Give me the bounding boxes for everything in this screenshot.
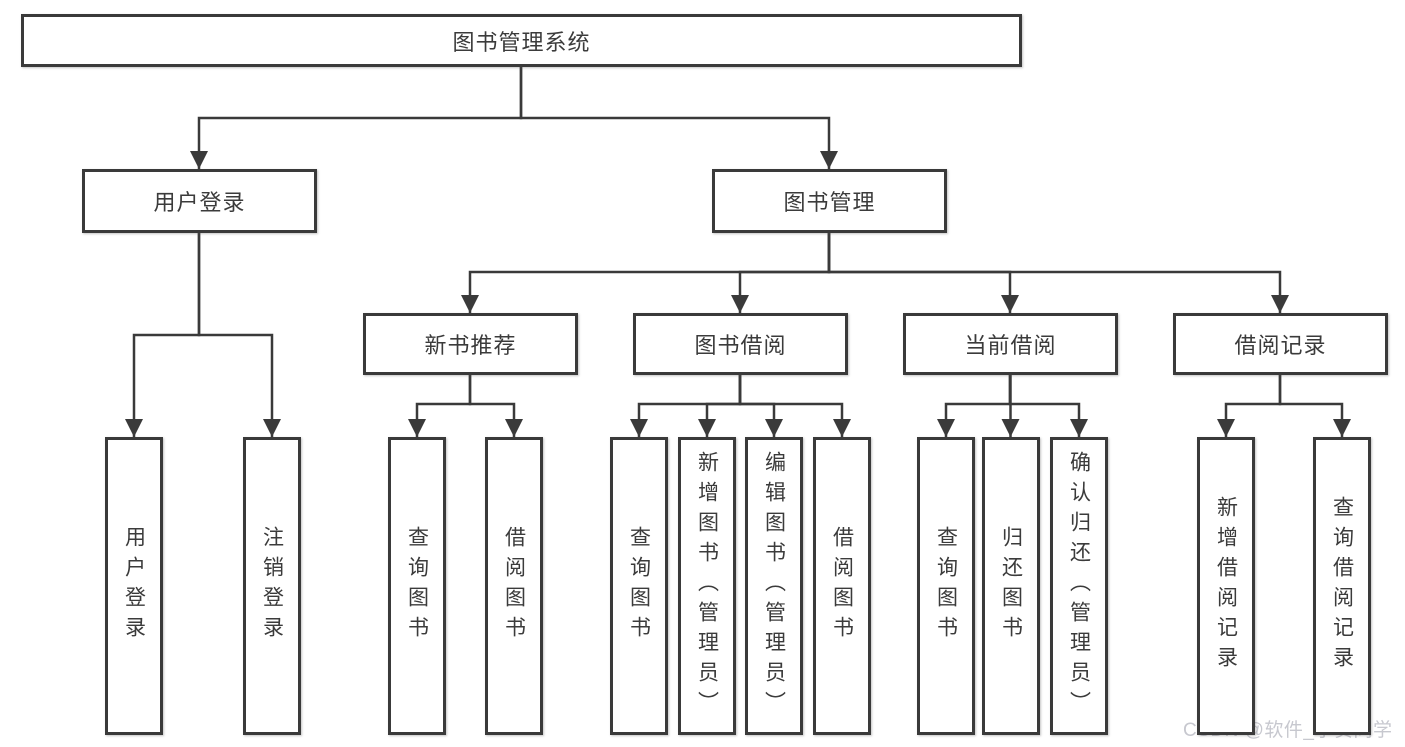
- node-leaf-query-books-current: 查询图书: [917, 437, 975, 735]
- connector-root-to-user-login: [190, 67, 523, 169]
- connector-book-borrowing-to-leaf-query-books-borrowing: [630, 375, 742, 437]
- node-new-book-recommend: 新书推荐: [363, 313, 578, 375]
- connector-book-management-to-book-borrowing: [731, 233, 831, 313]
- connector-current-borrowing-to-leaf-query-books-current: [937, 375, 1012, 437]
- node-root: 图书管理系统: [21, 14, 1022, 67]
- connector-borrowing-records-to-leaf-add-borrow-record: [1217, 375, 1282, 437]
- node-leaf-logout: 注销登录: [243, 437, 301, 735]
- node-book-borrowing: 图书借阅: [633, 313, 848, 375]
- node-leaf-add-books-admin: 新增图书（管理员）: [678, 437, 736, 735]
- connector-new-book-recommend-to-leaf-query-books-recommend: [408, 375, 472, 437]
- connector-book-borrowing-to-leaf-borrow-books-borrowing: [738, 375, 851, 437]
- node-book-management: 图书管理: [712, 169, 947, 233]
- node-leaf-add-borrow-record: 新增借阅记录: [1197, 437, 1255, 735]
- node-borrowing-records: 借阅记录: [1173, 313, 1388, 375]
- node-leaf-edit-books-admin: 编辑图书（管理员）: [745, 437, 803, 735]
- node-leaf-borrow-books-recommend: 借阅图书: [485, 437, 543, 735]
- node-leaf-query-borrow-record: 查询借阅记录: [1313, 437, 1371, 735]
- node-leaf-confirm-return-admin: 确认归还（管理员）: [1050, 437, 1108, 735]
- connector-new-book-recommend-to-leaf-borrow-books-recommend: [468, 375, 523, 437]
- node-leaf-query-books-borrowing: 查询图书: [610, 437, 668, 735]
- node-leaf-query-books-recommend: 查询图书: [388, 437, 446, 735]
- node-leaf-return-books: 归还图书: [982, 437, 1040, 735]
- connector-root-to-book-management: [519, 67, 838, 169]
- connector-book-borrowing-to-leaf-add-books-admin: [698, 375, 742, 437]
- connector-borrowing-records-to-leaf-query-borrow-record: [1278, 375, 1351, 437]
- node-current-borrowing: 当前借阅: [903, 313, 1118, 375]
- connector-user-login-to-leaf-logout: [197, 233, 281, 437]
- node-leaf-user-login: 用户登录: [105, 437, 163, 735]
- connector-current-borrowing-to-leaf-confirm-return-admin: [1008, 375, 1088, 437]
- connector-book-borrowing-to-leaf-edit-books-admin: [738, 375, 783, 437]
- node-user-login: 用户登录: [82, 169, 317, 233]
- node-leaf-borrow-books-borrowing: 借阅图书: [813, 437, 871, 735]
- connector-user-login-to-leaf-user-login: [125, 233, 201, 437]
- connector-book-management-to-borrowing-records: [827, 233, 1289, 313]
